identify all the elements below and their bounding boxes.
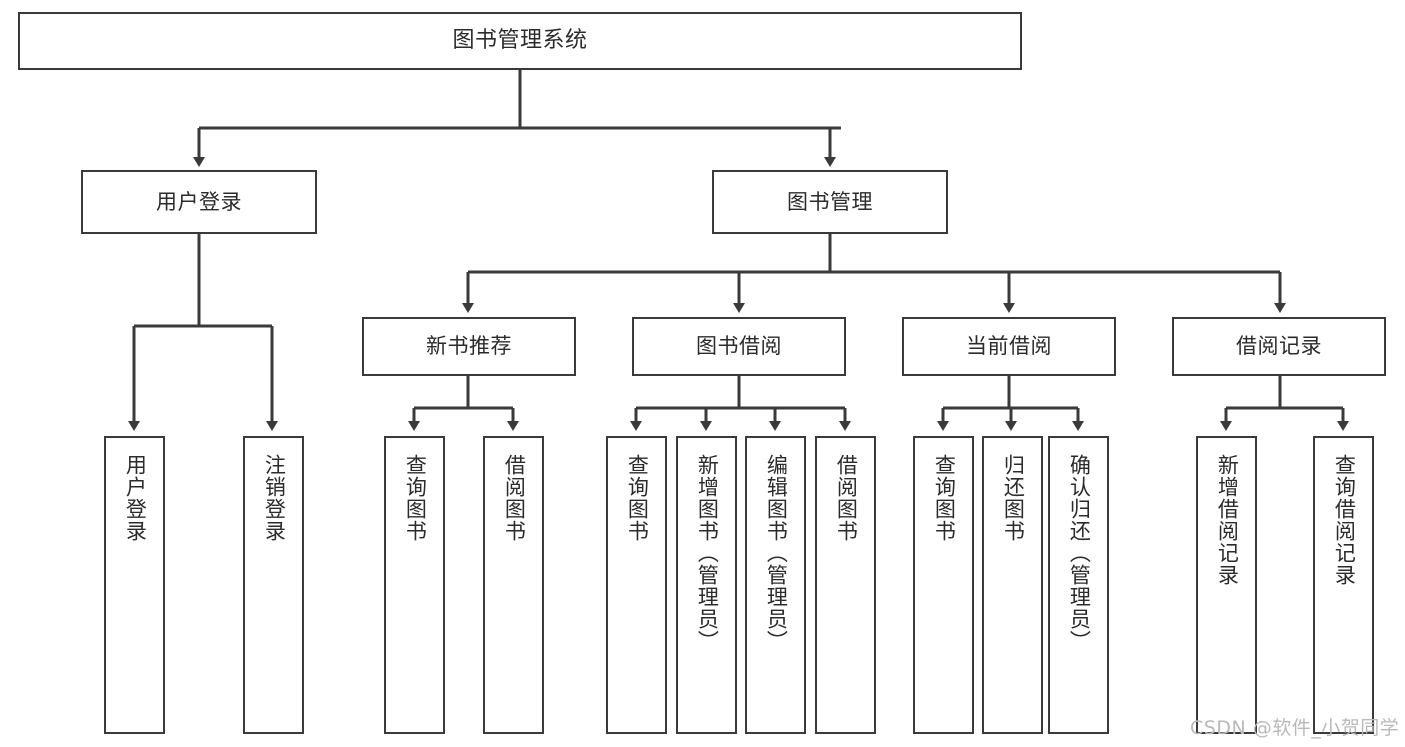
node-label: 图书管理 — [787, 189, 873, 214]
node-label: 用户登录 — [123, 454, 148, 542]
node-label: 注销登录 — [262, 454, 287, 542]
node-borrow-record[interactable]: 借阅记录 — [1172, 317, 1386, 376]
leaf-user-login-signout[interactable]: 注销登录 — [243, 436, 304, 734]
node-label: 新增借阅记录 — [1215, 454, 1240, 586]
leaf-current-borrow-return[interactable]: 归还图书 — [982, 436, 1043, 734]
node-label: 查询图书 — [932, 454, 957, 542]
leaf-new-book-borrow[interactable]: 借阅图书 — [483, 436, 544, 734]
leaf-book-borrow-edit[interactable]: 编辑图书（管理员） — [745, 436, 806, 734]
node-book-borrow[interactable]: 图书借阅 — [632, 317, 846, 376]
leaf-user-login-signin[interactable]: 用户登录 — [104, 436, 165, 734]
leaf-borrow-record-add[interactable]: 新增借阅记录 — [1196, 436, 1257, 734]
node-label: 查询图书 — [625, 454, 650, 542]
leaf-current-borrow-query[interactable]: 查询图书 — [913, 436, 974, 734]
node-label: 借阅图书 — [502, 454, 527, 542]
node-label: 确认归还（管理员） — [1067, 454, 1092, 652]
leaf-book-borrow-add[interactable]: 新增图书（管理员） — [676, 436, 737, 734]
node-label: 图书借阅 — [696, 334, 782, 359]
node-root-system[interactable]: 图书管理系统 — [18, 12, 1022, 70]
node-label: 查询图书 — [403, 454, 428, 542]
node-label: 归还图书 — [1001, 454, 1026, 542]
node-label: 新增图书（管理员） — [695, 454, 720, 652]
node-current-borrow[interactable]: 当前借阅 — [902, 317, 1116, 376]
leaf-new-book-query[interactable]: 查询图书 — [384, 436, 445, 734]
node-user-login[interactable]: 用户登录 — [81, 170, 317, 234]
node-label: 借阅图书 — [834, 454, 859, 542]
node-label: 借阅记录 — [1236, 334, 1322, 359]
leaf-borrow-record-query[interactable]: 查询借阅记录 — [1313, 436, 1374, 734]
node-book-management[interactable]: 图书管理 — [712, 170, 948, 234]
leaf-current-borrow-confirm-return[interactable]: 确认归还（管理员） — [1048, 436, 1109, 734]
node-label: 图书管理系统 — [452, 28, 588, 54]
node-label: 用户登录 — [156, 189, 242, 214]
node-label: 编辑图书（管理员） — [764, 454, 789, 652]
node-new-book-recommend[interactable]: 新书推荐 — [362, 317, 576, 376]
leaf-book-borrow-borrow[interactable]: 借阅图书 — [815, 436, 876, 734]
node-label: 新书推荐 — [426, 334, 512, 359]
csdn-watermark: CSDN @软件_小贺同学 — [1190, 717, 1400, 739]
leaf-book-borrow-query[interactable]: 查询图书 — [606, 436, 667, 734]
node-label: 当前借阅 — [966, 334, 1052, 359]
node-label: 查询借阅记录 — [1332, 454, 1357, 586]
